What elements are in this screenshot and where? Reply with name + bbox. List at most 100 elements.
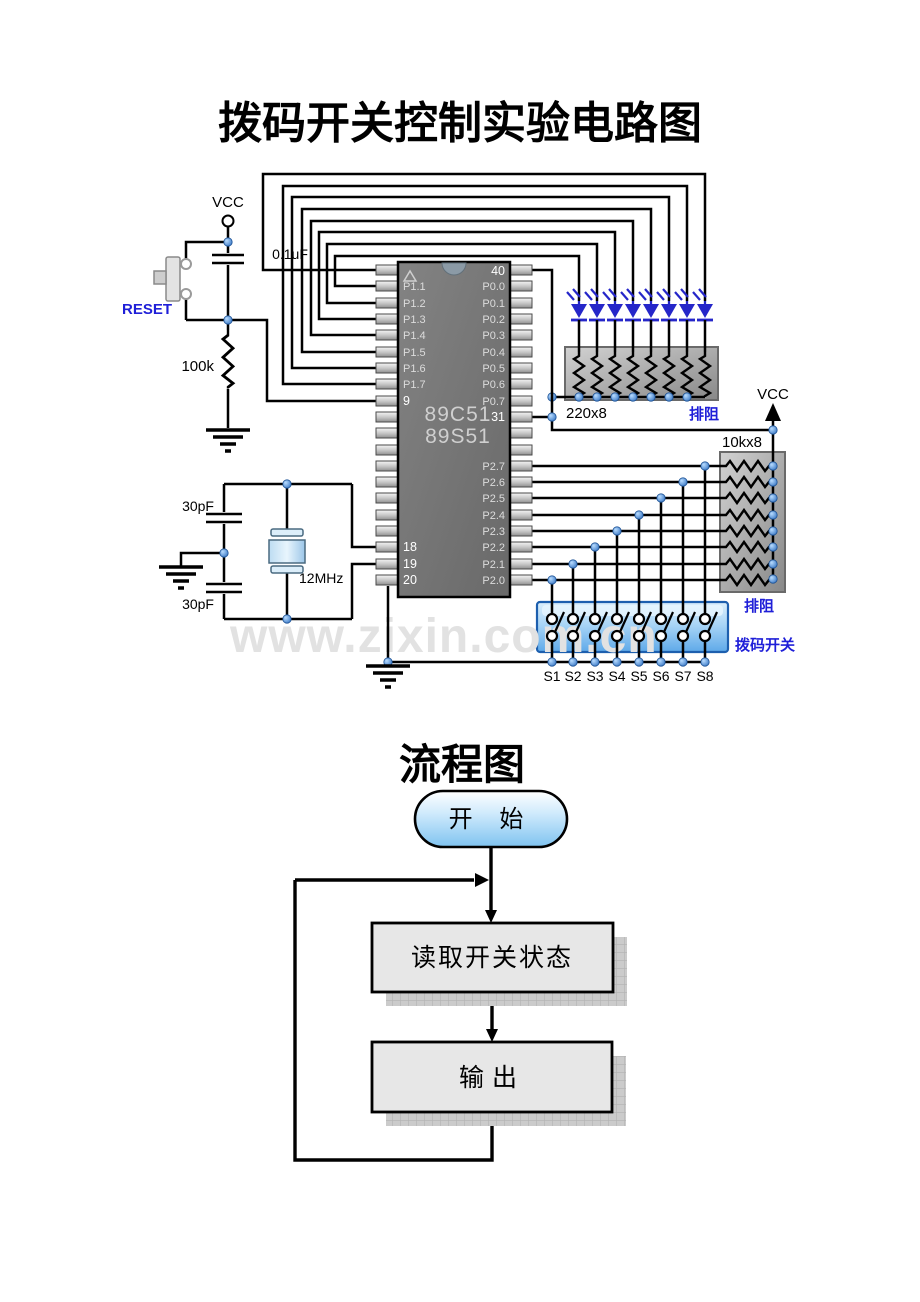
pin-label: P2.7	[482, 461, 505, 473]
resistor-network-10k-label: 排阻	[744, 597, 774, 615]
resistor-network-220-body	[564, 346, 719, 401]
pin-label: P1.2	[403, 298, 426, 310]
led-icon	[619, 287, 643, 354]
circuit-diagram: www.zixin.com.cn VCC 0.1uF 100k RESET	[122, 172, 795, 689]
vcc-label-right: VCC	[757, 386, 789, 403]
led-icon	[655, 287, 679, 354]
resistor-network-220-value: 220x8	[566, 405, 607, 422]
pin-label: P0.2	[482, 314, 505, 326]
cap-30pf-bottom: 30pF	[182, 596, 214, 612]
led-icon	[673, 287, 697, 354]
dip-switch-block: S1 S2 S3 S4 S5 S6 S7 S8 拨码开关	[364, 461, 795, 689]
arrow-right-icon	[475, 873, 489, 887]
switch-label: S8	[696, 668, 713, 684]
switch-label: S4	[608, 668, 625, 684]
pin-label: P0.3	[482, 330, 505, 342]
reset-button[interactable]	[153, 256, 192, 302]
ground-symbol-osc	[157, 565, 205, 590]
led-array	[565, 287, 715, 354]
vcc-arrow-icon	[765, 403, 781, 421]
led-icon	[601, 287, 625, 354]
pin-label: P2.2	[482, 542, 505, 554]
switch-label: S5	[630, 668, 647, 684]
led-icon	[637, 287, 661, 354]
pin-label: P1.5	[403, 347, 426, 359]
arrow-down-icon	[486, 1029, 498, 1042]
start-node-label: 开 始	[449, 806, 534, 833]
circuit-title: 拨码开关控制实验电路图	[218, 99, 702, 148]
pin-number: 40	[491, 264, 505, 278]
pin-label: P0.7	[482, 396, 505, 408]
junction-dot	[223, 315, 233, 325]
resistor-network-10k-body	[719, 451, 786, 593]
start-node	[413, 789, 569, 849]
step-read-label: 读取开关状态	[411, 944, 573, 972]
pin-label: P0.0	[482, 281, 505, 293]
crystal-plate	[270, 528, 304, 537]
pin-label: P0.4	[482, 347, 505, 359]
resistor-network-10k-value: 10kx8	[722, 434, 762, 451]
p2-wires	[532, 464, 722, 582]
pin-label: P2.1	[482, 559, 505, 571]
reset-circuit: VCC 0.1uF 100k RESET	[122, 194, 376, 453]
pin-number: 18	[403, 540, 417, 554]
resistor-network-220-label: 排阻	[689, 405, 719, 423]
pin-label: P1.7	[403, 379, 426, 391]
capacitor-value: 0.1uF	[272, 246, 308, 262]
pin-label: P1.1	[403, 281, 426, 293]
pin-label: P2.4	[482, 510, 505, 522]
p1-to-led-loop-wires	[261, 172, 707, 386]
switch-label: S2	[564, 668, 581, 684]
led-icon	[565, 287, 589, 354]
pin-label: P2.6	[482, 477, 505, 489]
vcc-terminal	[221, 214, 235, 228]
pin-label: P1.3	[403, 314, 426, 326]
step-output-label: 输出	[459, 1064, 525, 1092]
vcc-label-left: VCC	[212, 194, 244, 211]
flowchart: 开 始 读取开关状态 输出	[293, 789, 627, 1162]
led-icon	[691, 287, 715, 354]
pin-label: P2.0	[482, 575, 505, 587]
flowchart-title: 流程图	[399, 742, 525, 789]
led-icon	[583, 287, 607, 354]
crystal-circuit: 30pF 30pF 12MHz	[157, 479, 376, 624]
cap-30pf-top: 30pF	[182, 498, 214, 514]
arrow-down-icon	[485, 910, 497, 923]
pin-label: P0.6	[482, 379, 505, 391]
pin-label: P2.5	[482, 493, 505, 505]
resistor-network-220: 220x8 排阻	[547, 350, 719, 423]
pin-label: P1.4	[403, 330, 426, 342]
ground-symbol-reset	[204, 428, 252, 453]
pin-label: P2.3	[482, 526, 505, 538]
pin-label: P0.5	[482, 363, 505, 375]
crystal-plate	[270, 565, 304, 574]
pin-number: 20	[403, 573, 417, 587]
step-read-node	[370, 921, 615, 994]
chip-model-bottom: 89S51	[425, 425, 491, 448]
pin1-marker-icon	[402, 269, 418, 282]
pin-label: P0.1	[482, 298, 505, 310]
chip-model-top: 89C51	[425, 403, 492, 426]
switch-label: S6	[652, 668, 669, 684]
resistor-network-10k: 10kx8 排阻	[720, 434, 778, 615]
switch-label: S3	[586, 668, 603, 684]
crystal-freq: 12MHz	[299, 570, 343, 586]
step-output-node	[370, 1040, 614, 1114]
flow-connectors	[293, 847, 494, 1162]
pin-number: 9	[403, 394, 410, 408]
reset-label: RESET	[122, 301, 172, 318]
vcc-rail: VCC	[532, 268, 789, 580]
resistor-100k-value: 100k	[181, 358, 214, 375]
crystal-body	[268, 539, 306, 564]
chip-body	[396, 260, 512, 599]
switch-label: S1	[543, 668, 560, 684]
dip-switch-label: 拨码开关	[735, 636, 795, 654]
switch-label: S7	[674, 668, 691, 684]
pin-label: P1.6	[403, 363, 426, 375]
chip-notch	[441, 262, 467, 276]
junction-dot	[223, 237, 233, 247]
pin-number: 31	[491, 410, 505, 424]
ground-symbol-main	[364, 664, 412, 689]
pin-number: 19	[403, 557, 417, 571]
